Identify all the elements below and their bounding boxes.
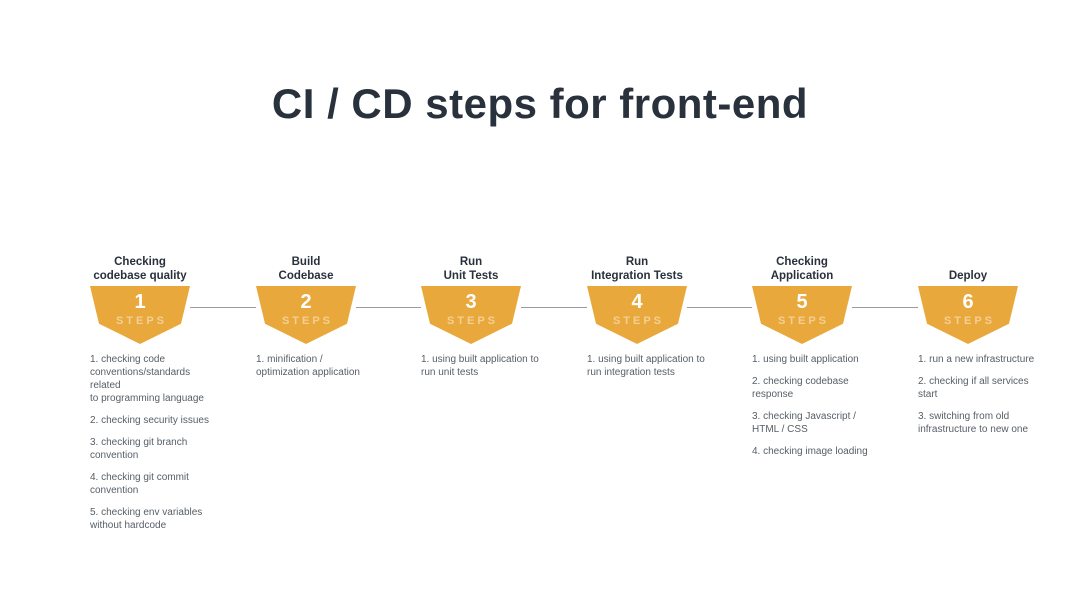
step-badge: 5 STEPS (752, 286, 852, 344)
step-number: 5 (796, 291, 808, 313)
step-details: 1. checking code conventions/standards r… (90, 353, 218, 532)
step-title: Run Integration Tests (591, 255, 683, 283)
step-badge: 6 STEPS (918, 286, 1018, 344)
step-column-4: Run Integration Tests 4 STEPS 1. using b… (554, 254, 720, 388)
step-column-6: Deploy 6 STEPS 1. run a new infrastructu… (885, 254, 1051, 445)
detail-item: 2. checking codebase response (752, 376, 849, 400)
step-details: 1. using built application to run integr… (587, 353, 715, 379)
detail-item: 2. checking security issues (90, 415, 209, 426)
detail-item: 4. checking git commit convention (90, 472, 189, 496)
connector-line (521, 307, 587, 308)
step-column-5: Checking Application 5 STEPS 1. using bu… (719, 254, 885, 467)
step-title: Checking Application (770, 255, 834, 283)
step-badge-label: STEPS (446, 315, 499, 327)
detail-item: 1. using built application to run unit t… (421, 354, 539, 378)
connector-line (356, 307, 421, 308)
step-number: 3 (465, 291, 477, 313)
step-details: 1. using built application to run unit t… (421, 353, 549, 379)
detail-item: 2. checking if all services start (918, 376, 1029, 400)
step-badge-label: STEPS (281, 315, 334, 327)
connector-line (687, 307, 752, 308)
step-number: 4 (631, 291, 643, 313)
detail-item: 1. using built application (752, 354, 859, 365)
step-badge: 1 STEPS (90, 286, 190, 344)
step-column-1: Checking codebase quality 1 STEPS 1. che… (57, 254, 223, 541)
step-column-3: Run Unit Tests 3 STEPS 1. using built ap… (388, 254, 554, 388)
step-badge: 4 STEPS (587, 286, 687, 344)
step-badge-label: STEPS (777, 315, 830, 327)
step-badge-label: STEPS (612, 315, 665, 327)
detail-item: 5. checking env variables without hardco… (90, 507, 203, 531)
step-badge: 3 STEPS (421, 286, 521, 344)
page-title: CI / CD steps for front-end (271, 80, 809, 128)
detail-item: 4. checking image loading (752, 446, 868, 457)
step-details: 1. using built application 2. checking c… (752, 353, 880, 458)
detail-item: 3. checking Javascript / HTML / CSS (752, 411, 856, 435)
connector-line (190, 307, 256, 308)
step-number: 6 (962, 291, 974, 313)
step-details: 1. run a new infrastructure 2. checking … (918, 353, 1046, 436)
step-column-2: Build Codebase 2 STEPS 1. minification /… (223, 254, 389, 388)
detail-item: 1. minification / optimization applicati… (256, 354, 360, 378)
step-title: Deploy (948, 270, 988, 283)
step-number: 1 (134, 291, 146, 313)
step-title: Checking codebase quality (93, 255, 187, 283)
detail-item: 1. using built application to run integr… (587, 354, 705, 378)
step-title: Build Codebase (278, 255, 334, 283)
detail-item: 1. checking code conventions/standards r… (90, 354, 204, 404)
step-badge: 2 STEPS (256, 286, 356, 344)
detail-item: 1. run a new infrastructure (918, 354, 1035, 365)
step-number: 2 (300, 291, 312, 313)
step-badge-label: STEPS (115, 315, 168, 327)
detail-item: 3. switching from old infrastructure to … (918, 411, 1029, 435)
step-badge-label: STEPS (943, 315, 996, 327)
connector-line (852, 307, 918, 308)
step-details: 1. minification / optimization applicati… (256, 353, 384, 379)
step-title: Run Unit Tests (443, 255, 499, 283)
detail-item: 3. checking git branch convention (90, 437, 188, 461)
